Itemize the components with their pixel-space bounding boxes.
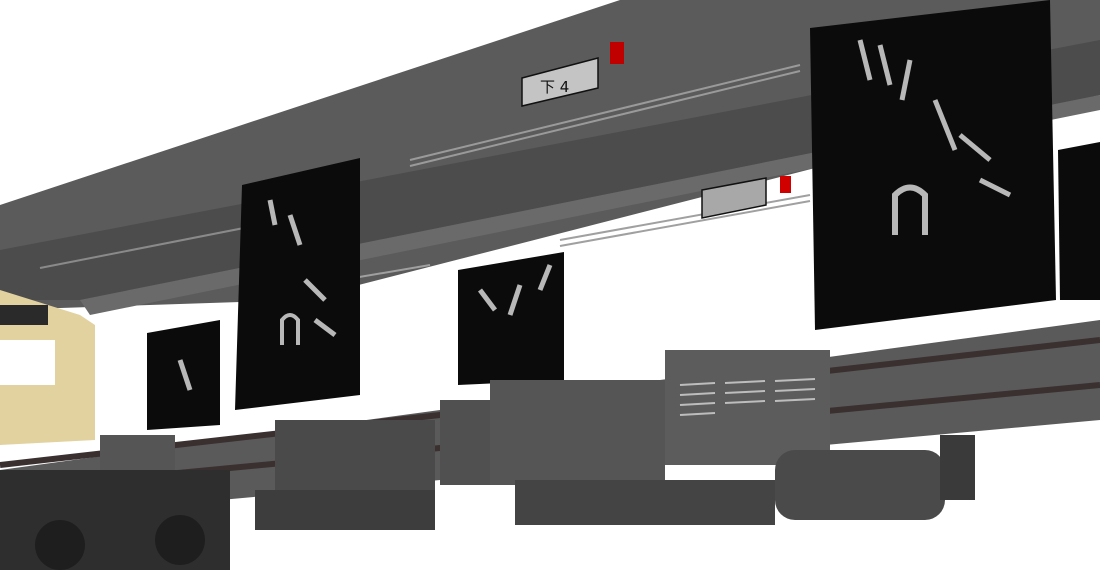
canopy-rail: [409, 64, 801, 161]
train-destination-display: [0, 305, 48, 325]
canopy-rail: [559, 194, 811, 241]
canopy-rail: [559, 200, 811, 247]
station-sign-1: 下 4: [521, 42, 624, 107]
station-sign-2: [701, 176, 791, 219]
red-lamp: [610, 42, 624, 64]
train-window: [0, 340, 55, 385]
board-marks: [177, 39, 1012, 391]
red-lamp: [780, 176, 791, 193]
canopy-rail: [409, 70, 801, 167]
wheel: [35, 520, 85, 570]
equipment-vents: [679, 378, 816, 416]
board-mark-arch: [892, 184, 928, 235]
wheel: [155, 515, 205, 565]
board-mark-arch: [280, 313, 300, 345]
sign-text: 下 4: [540, 78, 569, 96]
